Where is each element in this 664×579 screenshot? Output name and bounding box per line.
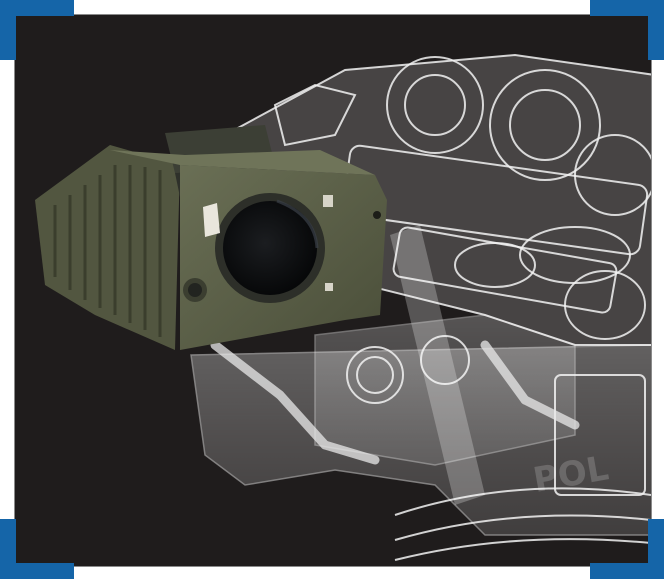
corner-bracket-top-right bbox=[590, 0, 664, 60]
image-frame: POL bbox=[14, 14, 652, 567]
ghost-strap bbox=[390, 225, 485, 505]
support-struts bbox=[210, 340, 580, 465]
ghost-cradle bbox=[190, 314, 651, 536]
sensor-housing bbox=[35, 125, 387, 350]
corner-bracket-bottom-left bbox=[0, 519, 74, 579]
corner-bracket-bottom-right bbox=[590, 519, 664, 579]
corner-bracket-top-left bbox=[0, 0, 74, 60]
turret-xray-illustration: POL bbox=[35, 53, 651, 561]
